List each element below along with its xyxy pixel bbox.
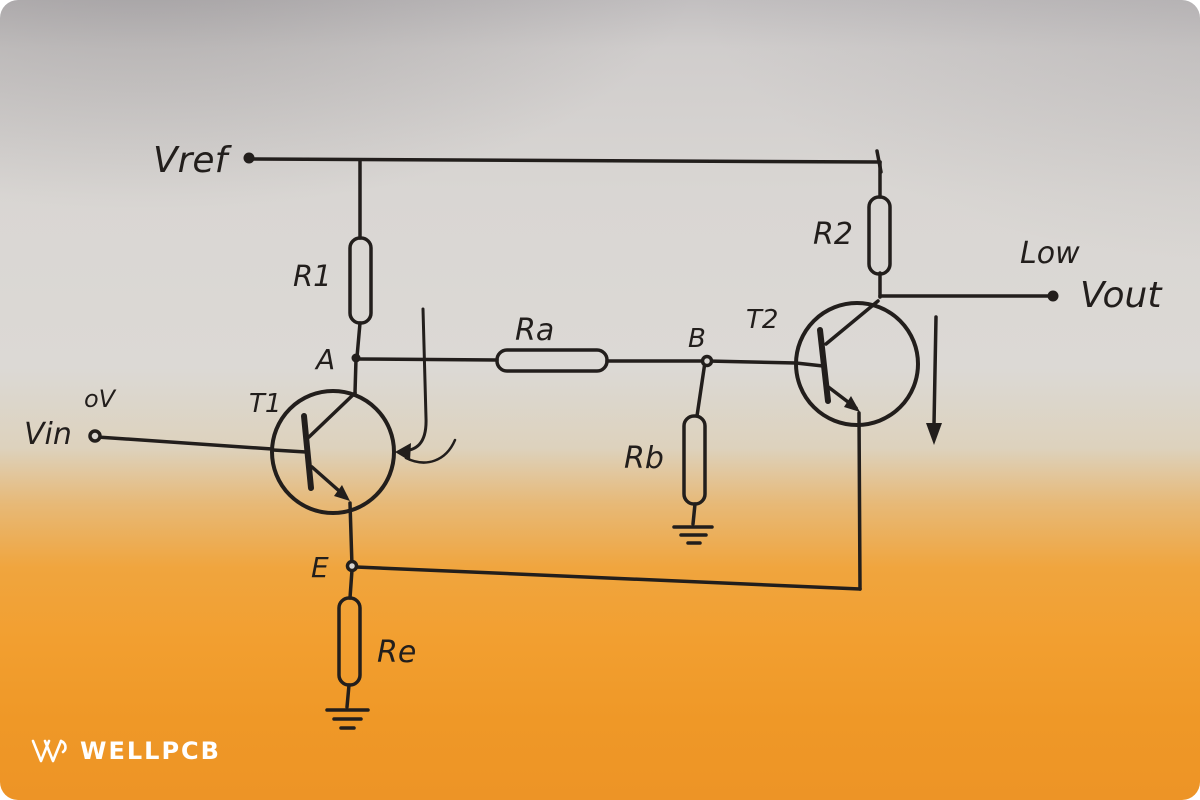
ground-symbol-re (325, 708, 370, 730)
node-a-dot (351, 353, 361, 363)
current-arrow-left-shaft (399, 307, 428, 453)
watermark-brand-text: WELLPCB (80, 737, 221, 765)
label-re: Re (377, 635, 416, 670)
ground-symbol-rb (672, 525, 714, 545)
current-arrow-right-shaft (932, 315, 938, 427)
label-vout: Vout (1080, 275, 1163, 316)
terminal-vref (243, 152, 255, 164)
current-arrow-left-head (395, 443, 411, 461)
t1-collector-line (307, 391, 357, 439)
node-e-dot (345, 559, 359, 573)
label-vref: Vref (153, 140, 233, 181)
current-arrow-left-scribble (404, 438, 457, 464)
resistor-ra-symbol (495, 348, 609, 373)
wire-top-rail (248, 157, 882, 164)
label-ra: Ra (515, 313, 554, 348)
label-node-e: E (311, 551, 329, 584)
label-vin: Vin (24, 417, 72, 452)
wire-t1-emitter-to-e (348, 501, 354, 568)
t2-base-lead (794, 361, 825, 368)
current-arrow-right-head (926, 423, 942, 445)
t1-base-lead (271, 448, 308, 454)
t1-body-circle (270, 389, 396, 515)
resistor-r1-symbol (348, 236, 373, 325)
node-b-dot (700, 354, 714, 368)
t2-emitter-arrowhead (844, 396, 860, 412)
label-low: Low (1020, 236, 1080, 271)
label-rb: Rb (624, 441, 664, 476)
terminal-vout (1047, 290, 1059, 302)
t2-collector-line (824, 299, 880, 346)
transistor-t2-symbol (794, 299, 920, 427)
label-r2: R2 (813, 217, 853, 252)
wire-e-to-re (348, 568, 354, 600)
terminal-vin (88, 429, 102, 443)
wire-vin-to-t1-base (95, 435, 274, 451)
wire-rb-top-lead (695, 360, 707, 418)
t1-emitter-arrowhead (334, 485, 350, 501)
watermark: WELLPCB (30, 734, 221, 768)
wire-b-to-t2-base (705, 359, 798, 365)
current-arrow-right (926, 315, 942, 445)
label-ov: oV (84, 385, 117, 413)
label-node-b: B (688, 324, 706, 354)
wire-rb-bottom-lead (691, 502, 697, 526)
t1-base-bar (301, 413, 314, 491)
transistor-t1-symbol (270, 389, 396, 515)
label-t1: T1 (249, 389, 281, 419)
wire-a-to-t1-collector (353, 357, 358, 395)
wire-re-bottom-lead (345, 683, 351, 709)
resistor-rb-symbol (682, 414, 707, 506)
t2-base-bar (817, 327, 831, 404)
label-node-a: A (314, 343, 335, 376)
label-r1: R1 (293, 259, 332, 293)
wire-r1-bottom-lead (355, 321, 362, 359)
label-t2: T2 (746, 305, 778, 335)
current-arrow-left (395, 307, 457, 464)
resistor-re-symbol (337, 596, 362, 687)
wire-t2-emitter-down (857, 411, 862, 591)
wire-a-to-ra (354, 357, 499, 362)
wire-emitter-rail (354, 565, 862, 591)
resistor-r2-symbol (867, 195, 892, 276)
wellpcb-logo-icon (31, 739, 67, 763)
